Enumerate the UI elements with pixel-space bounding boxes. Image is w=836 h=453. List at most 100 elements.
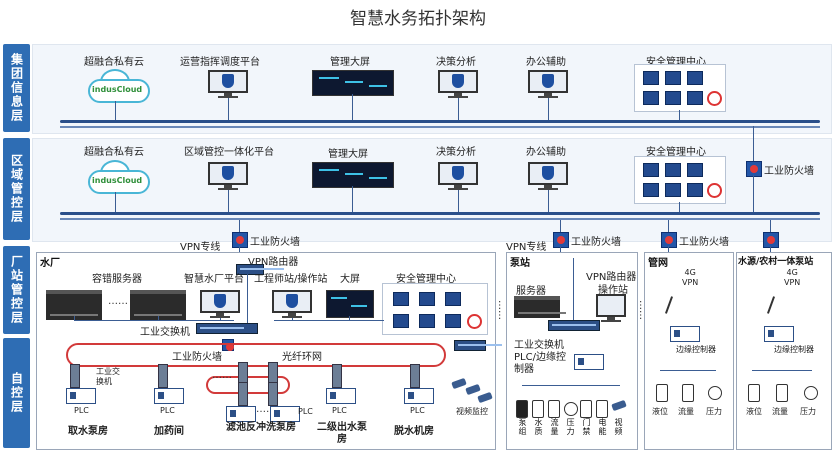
connector [228, 98, 229, 120]
pump-console-icon [596, 294, 626, 322]
plc-icon-1 [70, 364, 80, 388]
security-icon [393, 292, 409, 306]
water-plant-title: 水厂 [40, 258, 60, 269]
plc-ellipsis-2: …… [212, 370, 232, 381]
flow-sensor-icon [776, 384, 788, 402]
plc-icon-2 [158, 364, 168, 388]
region-decision-label: 决策分析 [436, 147, 476, 158]
area-label-1: 取水泵房 [68, 426, 108, 437]
tier-label-group: 集团信息层 [3, 44, 30, 132]
tier-group-text: 集团信息层 [9, 53, 24, 123]
plc-label-4: PLC [332, 406, 347, 415]
pump-switch-label: 工业交换机 [514, 340, 564, 351]
pump-console-label: 操作站 [598, 285, 628, 296]
plant-big-screen-label: 大屏 [340, 274, 360, 285]
video-switch-icon [454, 340, 502, 351]
pipe-net-title: 管网 [648, 258, 668, 269]
plant-firewall-label: 工业防火墙 [172, 352, 222, 363]
pump-sensor-label-2: 水质 [534, 418, 543, 436]
region-bus [60, 212, 820, 215]
security-icon [643, 91, 659, 105]
plant-vpn-router-icon [236, 264, 284, 275]
connector [753, 126, 754, 161]
group-bus-secondary [60, 126, 820, 128]
plc-label-1: PLC [74, 406, 89, 415]
pump-sensor-label-4: 压力 [566, 418, 575, 436]
connector [115, 192, 116, 212]
plc-module-1 [66, 388, 96, 404]
connector [668, 220, 669, 232]
firewall-2-icon [553, 232, 569, 248]
connector [115, 101, 116, 120]
fiber-ring-network [66, 343, 446, 367]
pump-server-icon [514, 296, 566, 318]
pump-server-label: 服务器 [516, 286, 546, 297]
video-label: 视频监控 [456, 407, 488, 416]
rural-edge-label: 边缘控制器 [774, 345, 814, 354]
plc-label-3: PLC [298, 407, 313, 416]
connector [158, 316, 159, 320]
plant-server-label: 容错服务器 [92, 274, 142, 285]
connector [548, 190, 549, 212]
security-icon [445, 292, 461, 306]
connector [352, 94, 353, 120]
pipe-net-4g-label: 4G VPN [682, 268, 699, 287]
plant-security-center-label: 安全管理中心 [396, 274, 456, 285]
firewall-1-icon [232, 232, 248, 248]
connector [74, 320, 234, 321]
connector [74, 316, 75, 320]
plant-vpn-router-label: VPN路由器 [248, 257, 299, 268]
security-icon [665, 71, 681, 85]
plc-module-4 [270, 406, 300, 422]
connector [560, 220, 561, 232]
region-firewall-label: 工业防火墙 [764, 166, 814, 177]
connector [752, 370, 812, 371]
area-label-4: 二级出水泵房 [317, 422, 367, 445]
plc-icon-7 [332, 364, 342, 388]
group-office-label: 办公辅助 [526, 57, 566, 68]
pipe-edge-label: 边缘控制器 [676, 345, 716, 354]
plc-label-5: PLC [410, 406, 425, 415]
plant-smart-platform-label: 智慧水厂平台 [184, 274, 244, 285]
plant-engineer-label: 工程师站/操作站 [254, 274, 328, 285]
pump-sensor-label-3: 流量 [550, 418, 559, 436]
alert-icon [707, 91, 722, 106]
vpn-line-1-label: VPN专线 [180, 242, 221, 253]
plc-module-5 [326, 388, 356, 404]
plc-module-6 [404, 388, 434, 404]
plant-switch-label: 工业交换机 [140, 327, 190, 338]
tier-region-text: 区域管控层 [9, 154, 24, 224]
connector [660, 370, 716, 371]
tier-auto-text: 自控层 [9, 372, 24, 414]
pump-switch-icon [548, 320, 600, 331]
access-control-icon [580, 400, 592, 418]
security-icon [687, 183, 703, 197]
group-cloud-label: 超融合私有云 [84, 57, 144, 68]
group-ops-platform-label: 运营指挥调度平台 [180, 57, 260, 68]
tier-label-station: 厂站管控层 [3, 246, 30, 334]
region-cloud-label: 超融合私有云 [84, 147, 144, 158]
pump-sensor-label-1: 泵组 [518, 418, 527, 436]
rural-edge-controller-icon [764, 326, 794, 342]
plant-firewall-icon [222, 339, 234, 351]
rural-4g-label: 4G VPN [784, 268, 801, 287]
pump-plc-module [574, 354, 604, 370]
region-security-center-label: 安全管理中心 [646, 147, 706, 158]
connector [274, 320, 384, 321]
pipe-edge-controller-icon [670, 326, 700, 342]
firewall-1-label: 工业防火墙 [250, 237, 300, 248]
pump-sensor-label-7: 视频 [614, 418, 623, 436]
connector [522, 385, 620, 386]
pipe-sensor-label-3: 压力 [706, 407, 722, 416]
pump-station-title: 泵站 [510, 258, 530, 269]
region-big-screen-label: 管理大屏 [328, 149, 368, 160]
group-bus [60, 120, 820, 123]
plant-big-screen-icon [326, 290, 374, 318]
tier-label-auto: 自控层 [3, 338, 30, 448]
plc-module-3 [226, 406, 256, 422]
ind-switch-text: 工业交换机 [96, 367, 120, 386]
plc-icon-6 [268, 382, 278, 406]
security-icon [393, 314, 409, 328]
alert-icon [467, 314, 482, 329]
section-divider-dots-2: …… [637, 300, 648, 320]
